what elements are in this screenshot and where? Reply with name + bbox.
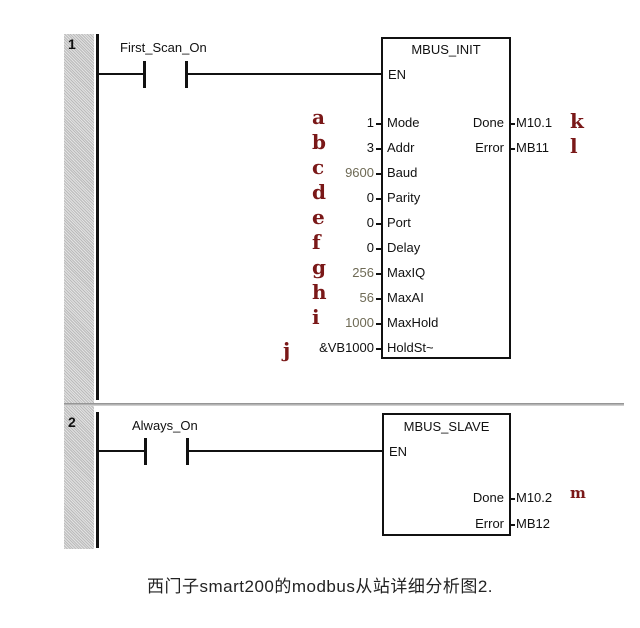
contact-label: Always_On xyxy=(132,418,198,433)
input-pin-maxai: MaxAI xyxy=(387,290,424,305)
rung-divider xyxy=(64,403,624,406)
power-rail xyxy=(96,412,99,548)
annotation-letter: j xyxy=(283,338,291,362)
annotation-letter: a xyxy=(312,105,325,129)
output-value: MB11 xyxy=(516,140,549,155)
mbus-slave-block[interactable]: MBUS_SLAVE EN xyxy=(382,413,511,536)
input-value: 3 xyxy=(366,140,374,155)
input-value: 1 xyxy=(366,115,374,130)
input-value: 56 xyxy=(359,290,374,305)
pin-wire xyxy=(376,148,382,150)
wire xyxy=(97,73,144,75)
input-value: 1000 xyxy=(345,315,374,330)
pin-wire xyxy=(376,298,382,300)
annotation-letter: b xyxy=(312,130,326,154)
input-pin-parity: Parity xyxy=(387,190,421,205)
en-pin: EN xyxy=(388,67,407,82)
annotation-letter: g xyxy=(312,255,326,279)
pin-wire xyxy=(509,498,515,500)
pin-wire xyxy=(509,123,515,125)
block-title: MBUS_SLAVE xyxy=(403,419,490,434)
output-value: M10.1 xyxy=(516,115,553,130)
input-pin-mode: Mode xyxy=(387,115,420,130)
figure-caption: 西门子smart200的modbus从站详细分析图2. xyxy=(146,577,494,596)
pin-wire xyxy=(376,273,382,275)
contact-bar-left xyxy=(144,438,147,465)
output-value: MB12 xyxy=(516,516,550,531)
annotation-letter: l xyxy=(570,134,578,158)
wire xyxy=(97,450,145,452)
input-value: &VB1000 xyxy=(319,340,374,355)
contact-bar-left xyxy=(143,61,146,88)
contact-label: First_Scan_On xyxy=(120,40,207,55)
output-pin: Done xyxy=(472,115,504,130)
power-rail xyxy=(96,34,99,400)
pin-wire xyxy=(376,323,382,325)
block-title: MBUS_INIT xyxy=(411,42,481,57)
input-pin-port: Port xyxy=(387,215,411,230)
pin-wire xyxy=(376,248,382,250)
output-pin: Error xyxy=(475,516,504,531)
input-pin-addr: Addr xyxy=(387,140,415,155)
annotation-letter: e xyxy=(312,205,325,229)
annotation-letter: k xyxy=(570,109,584,133)
input-pin-holdst: HoldSt~ xyxy=(387,340,434,355)
annotation-letter: d xyxy=(312,180,326,204)
annotation-letter: c xyxy=(312,155,325,179)
annotation-letter: m xyxy=(570,484,586,502)
annotation-letter: f xyxy=(312,230,321,254)
rung-gutter xyxy=(64,34,94,549)
input-pin-baud: Baud xyxy=(387,165,418,180)
output-value: M10.2 xyxy=(516,490,553,505)
input-value: 9600 xyxy=(345,165,374,180)
input-pin-maxhold: MaxHold xyxy=(387,315,439,330)
pin-wire xyxy=(376,348,382,350)
input-value: 0 xyxy=(366,215,374,230)
output-pin: Done xyxy=(472,490,504,505)
wire xyxy=(186,73,383,75)
mbus-init-block[interactable]: MBUS_INIT EN xyxy=(381,37,511,359)
input-value: 0 xyxy=(366,240,374,255)
pin-wire xyxy=(376,123,382,125)
pin-wire xyxy=(376,223,382,225)
annotation-letter: i xyxy=(312,305,320,329)
pin-wire xyxy=(509,524,515,526)
wire xyxy=(187,450,383,452)
input-value: 256 xyxy=(352,265,374,280)
pin-wire xyxy=(376,173,382,175)
input-pin-maxiq: MaxIQ xyxy=(387,265,426,280)
pin-wire xyxy=(509,148,515,150)
pin-wire xyxy=(376,198,382,200)
en-pin: EN xyxy=(389,444,408,459)
input-pin-delay: Delay xyxy=(387,240,421,255)
rung-number: 2 xyxy=(68,414,76,430)
rung-number: 1 xyxy=(68,36,76,52)
output-pin: Error xyxy=(475,140,504,155)
input-value: 0 xyxy=(366,190,374,205)
annotation-letter: h xyxy=(312,280,327,304)
